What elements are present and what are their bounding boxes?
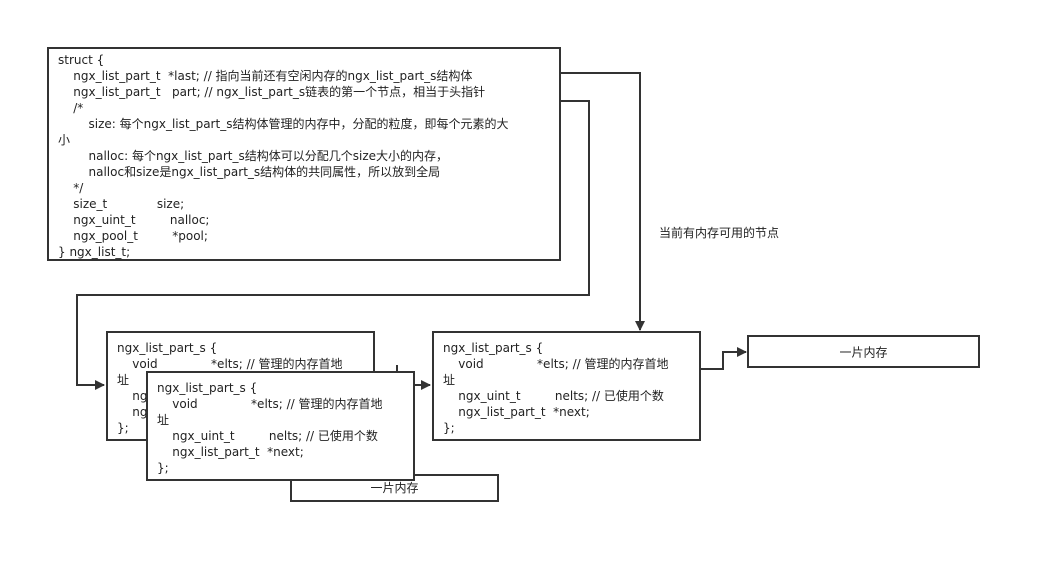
memory-block-right: 一片内存 [747,335,980,368]
ngx-list-t-code: struct { ngx_list_part_t *last; // 指向当前还… [58,52,508,260]
code-line: ngx_uint_t nelts; // 已使用个数 [443,389,664,403]
code-line: }; [443,421,455,435]
code-line: 址 [157,413,170,427]
code-line: } ngx_list_t; [58,245,131,259]
code-line: nalloc: 每个ngx_list_part_s结构体可以分配几个size大小… [58,149,449,163]
code-line: ngx_uint_t nelts; // 已使用个数 [157,429,378,443]
code-line: ngx_list_part_s { [117,341,218,355]
list-part-node-right-code: ngx_list_part_s { void *elts; // 管理的内存首地… [443,340,669,436]
code-line: void *elts; // 管理的内存首地 [443,357,669,371]
code-line: ngx_uint_t nalloc; [58,213,210,227]
code-line: ngx_pool_t *pool; [58,229,208,243]
code-line: 址 [117,373,130,387]
code-line: void *elts; // 管理的内存首地 [117,357,343,371]
code-line: 小 [58,133,71,147]
code-line: */ [58,181,84,195]
code-line: 址 [443,373,456,387]
list-part-node-front-code: ngx_list_part_s { void *elts; // 管理的内存首地… [157,380,383,476]
last-arrow-label: 当前有内存可用的节点 [659,226,780,240]
code-line: ngx_list_part_t part; // ngx_list_part_s… [58,85,486,99]
code-line: nalloc和size是ngx_list_part_s结构体的共同属性，所以放到… [58,165,441,179]
code-line: ngx_list_part_t *next; [443,405,590,419]
part-arrow [76,100,590,390]
code-line: void *elts; // 管理的内存首地 [157,397,383,411]
ngx-list-t-struct-box: struct { ngx_list_part_t *last; // 指向当前还… [47,47,561,261]
code-line: struct { [58,53,105,67]
code-line: size_t size; [58,197,185,211]
memory-block-left-label: 一片内存 [370,481,419,495]
code-line: }; [157,461,169,475]
code-line: ngx_list_part_s { [443,341,544,355]
list-part-node-right: ngx_list_part_s { void *elts; // 管理的内存首地… [432,331,701,441]
code-line: }; [117,421,129,435]
code-line: ngx_list_part_t *next; [157,445,304,459]
elts-arrow [700,347,747,370]
code-line: ngx_list_part_s { [157,381,258,395]
code-line: ngx_list_part_t *last; // 指向当前还有空闲内存的ngx… [58,69,473,83]
code-line: ng [117,389,148,403]
code-line: ng [117,405,148,419]
memory-block-right-label: 一片内存 [839,345,888,359]
last-arrow [560,72,645,331]
code-line: /* [58,101,84,115]
list-part-node-front: ngx_list_part_s { void *elts; // 管理的内存首地… [146,371,415,481]
list-part-node-back-code: ngx_list_part_s { void *elts; // 管理的内存首地… [117,340,343,436]
code-line: size: 每个ngx_list_part_s结构体管理的内存中，分配的粒度，即… [58,117,509,131]
